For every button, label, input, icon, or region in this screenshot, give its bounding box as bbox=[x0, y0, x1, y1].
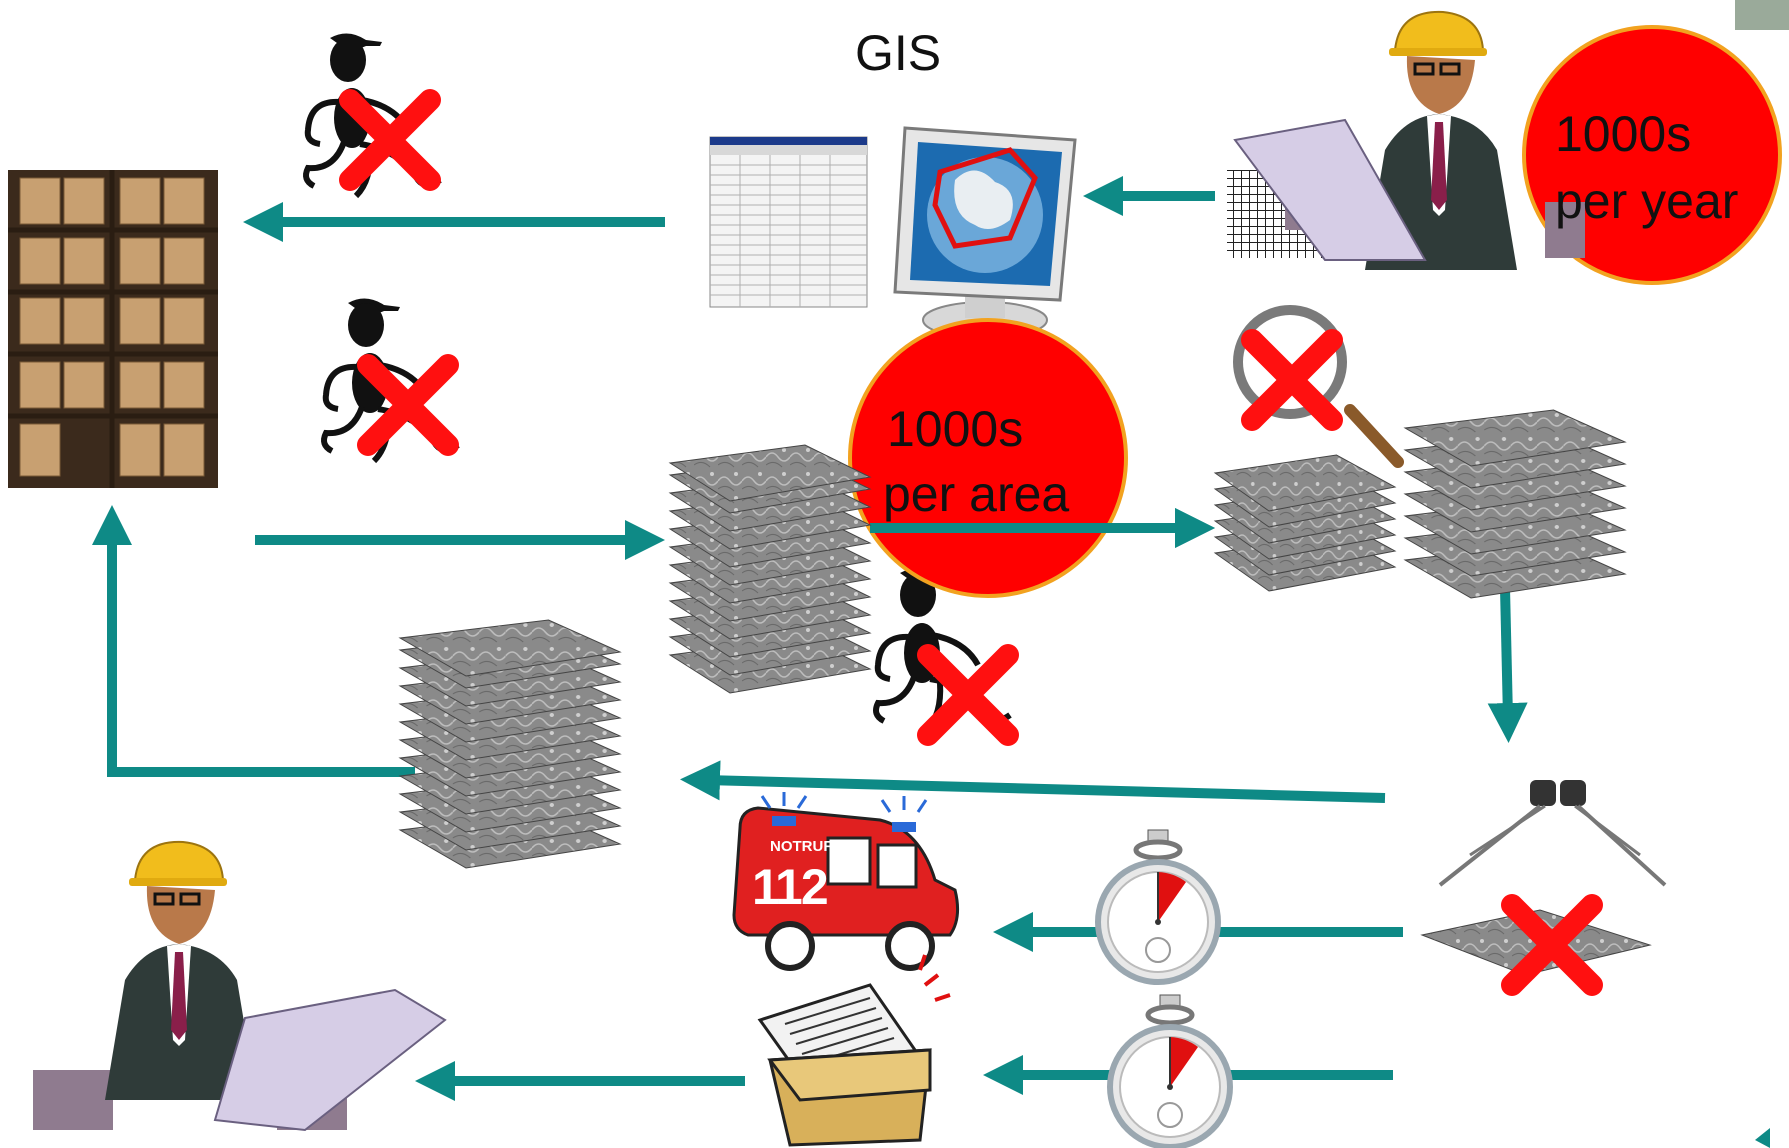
stopwatch-icon bbox=[1098, 830, 1218, 982]
per-year-count: 1000s bbox=[1555, 106, 1692, 162]
corner-accent bbox=[1735, 0, 1789, 30]
spreadsheet-icon bbox=[709, 136, 868, 308]
runner-icon bbox=[324, 298, 458, 461]
magnifier-icon bbox=[1233, 305, 1404, 468]
stopwatch-icon bbox=[1110, 995, 1230, 1147]
stereoscope-icon bbox=[1420, 780, 1667, 985]
runner-icon bbox=[306, 33, 440, 196]
per-area-unit: per area bbox=[883, 466, 1070, 522]
map-sheet-stack-icon bbox=[1214, 454, 1396, 592]
worker-icon bbox=[1227, 10, 1585, 272]
map-sheet-stack-icon bbox=[669, 444, 871, 694]
circle-per-year bbox=[1522, 25, 1782, 285]
truck-number: 112 bbox=[752, 859, 829, 915]
archive-shelf-icon bbox=[8, 170, 218, 488]
circle-per-area bbox=[848, 318, 1128, 598]
arrow-stereo-to-stack bbox=[680, 760, 1386, 803]
per-year-unit: per year bbox=[1555, 173, 1739, 229]
per-area-count: 1000s bbox=[887, 401, 1024, 457]
map-sheet-stack-icon bbox=[399, 619, 621, 869]
corner-marker bbox=[1755, 1128, 1770, 1148]
fire-truck-icon bbox=[732, 792, 960, 971]
gis-title: GIS bbox=[855, 25, 942, 81]
computer-globe-icon bbox=[893, 126, 1077, 339]
arrow-stack-to-archive bbox=[92, 505, 415, 777]
map-sheet-stack-icon bbox=[1404, 409, 1626, 599]
document-folder-icon bbox=[757, 954, 951, 1147]
worker-icon bbox=[33, 840, 447, 1132]
truck-label: NOTRUF bbox=[770, 838, 833, 855]
arrow-search-down bbox=[1487, 587, 1528, 743]
